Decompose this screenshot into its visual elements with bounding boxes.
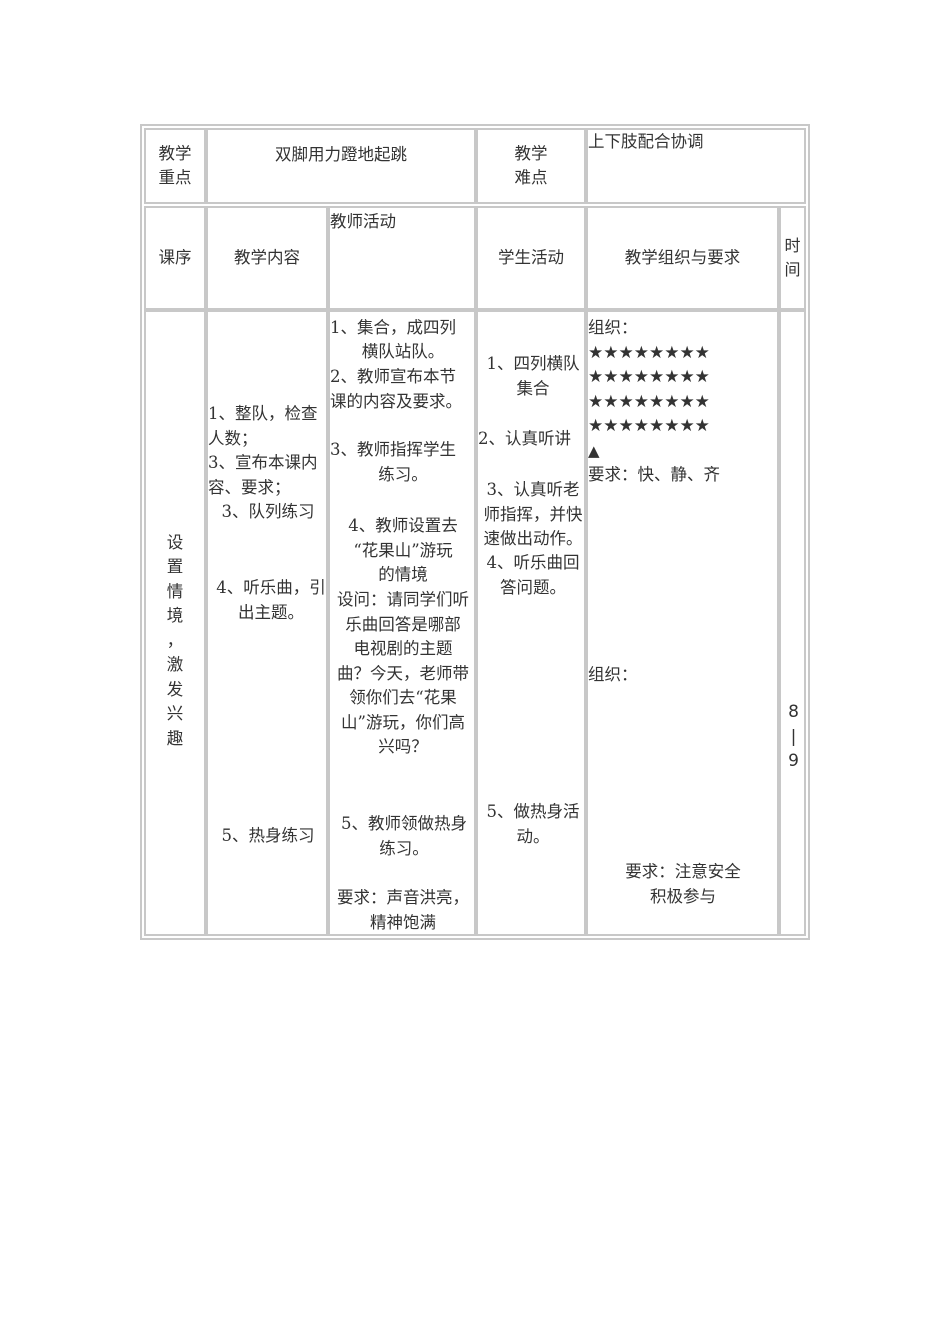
section-sequence: 设 置 情 境 ， 激 发 兴 趣 bbox=[166, 532, 184, 748]
focus-value: 双脚用力蹬地起跳 bbox=[275, 145, 407, 164]
teacher-question: 设问：请同学们听 乐曲回答是哪部 电视剧的主题 曲？今天，老师带 领你们去“花果… bbox=[337, 590, 469, 756]
header-time-cell: 时 间 bbox=[779, 206, 806, 310]
teacher-item-1b: 横队站队。 bbox=[361, 342, 445, 361]
content-item-4: 5、热身练习 bbox=[221, 826, 315, 845]
section-time-cell: 8 | 9 bbox=[779, 310, 806, 936]
teacher-item-3a: 3、教师指挥学生 bbox=[330, 440, 456, 459]
teacher-requirement: 要求：声音洪亮， 精神饱满 bbox=[337, 888, 469, 932]
organization-requirement-2: 要求：注意安全 积极参与 bbox=[625, 862, 741, 906]
student-formation-row-1: ★★★★★★★★ bbox=[588, 343, 710, 363]
teacher-marker-icon: ▲ bbox=[588, 442, 600, 460]
difficulty-value-cell: 上下肢配合协调 bbox=[586, 128, 806, 204]
difficulty-value: 上下肢配合协调 bbox=[588, 132, 704, 151]
section-organization-cell: 组织： ★★★★★★★★ ★★★★★★★★ ★★★★★★★★ ★★★★★★★★ … bbox=[586, 310, 779, 936]
focus-label-cell: 教学 重点 bbox=[144, 128, 206, 204]
focus-label: 教学 重点 bbox=[158, 143, 192, 188]
header-time: 时 间 bbox=[784, 235, 801, 280]
content-item-3: 4、听乐曲，引 出主题。 bbox=[216, 578, 326, 622]
teacher-item-5: 5、教师领做热身 练习。 bbox=[341, 814, 467, 858]
time-value: 8 | 9 bbox=[788, 702, 799, 771]
header-student-cell: 学生活动 bbox=[476, 206, 586, 310]
student-formation-row-3: ★★★★★★★★ bbox=[588, 392, 710, 412]
header-content-cell: 教学内容 bbox=[206, 206, 328, 310]
student-item-5: 5、做热身活 动。 bbox=[486, 802, 580, 846]
student-formation-row-2: ★★★★★★★★ bbox=[588, 367, 710, 387]
organization-label-1: 组织： bbox=[588, 318, 638, 337]
student-item-1: 1、四列横队 集合 bbox=[486, 354, 580, 398]
header-content: 教学内容 bbox=[234, 247, 300, 267]
teacher-item-4: 4、教师设置去 “花果山”游玩 的情境 bbox=[348, 516, 458, 584]
student-item-3: 3、认真听老 师指挥，并快 速做出动作。 bbox=[483, 480, 583, 548]
difficulty-label: 教学 难点 bbox=[514, 143, 548, 188]
header-organization-cell: 教学组织与要求 bbox=[586, 206, 779, 310]
organization-requirement-1: 要求：快、静、齐 bbox=[588, 465, 720, 484]
teacher-item-2: 2、教师宣布本节 课的内容及要求。 bbox=[330, 367, 462, 411]
focus-value-cell: 双脚用力蹬地起跳 bbox=[206, 128, 476, 204]
student-formation-row-4: ★★★★★★★★ bbox=[588, 416, 710, 436]
student-item-2: 2、认真听讲 bbox=[478, 429, 571, 448]
content-item-1: 1、整队，检查 人数； 3、宣布本课内 容、要求； bbox=[208, 404, 318, 497]
header-sequence: 课序 bbox=[158, 247, 192, 267]
content-item-2: 3、队列练习 bbox=[221, 502, 315, 521]
difficulty-label-cell: 教学 难点 bbox=[476, 128, 586, 204]
header-student: 学生活动 bbox=[498, 247, 564, 267]
section-sequence-cell: 设 置 情 境 ， 激 发 兴 趣 bbox=[144, 310, 206, 936]
section-student-cell: 1、四列横队 集合 2、认真听讲 3、认真听老 师指挥，并快 速做出动作。 4、… bbox=[476, 310, 586, 936]
section-content-cell: 1、整队，检查 人数； 3、宣布本课内 容、要求； 3、队列练习 4、听乐曲，引… bbox=[206, 310, 328, 936]
teacher-item-1a: 1、集合，成四列 bbox=[330, 318, 456, 337]
teacher-item-3b: 练习。 bbox=[378, 465, 428, 484]
lesson-plan-table bbox=[140, 124, 810, 940]
header-sequence-cell: 课序 bbox=[144, 206, 206, 310]
student-item-4: 4、听乐曲回 答问题。 bbox=[486, 553, 580, 597]
header-organization: 教学组织与要求 bbox=[624, 247, 741, 267]
header-teacher: 教师活动 bbox=[330, 212, 396, 231]
section-teacher-cell: 1、集合，成四列 横队站队。 2、教师宣布本节 课的内容及要求。 3、教师指挥学… bbox=[328, 310, 476, 936]
organization-label-2: 组织： bbox=[588, 665, 638, 684]
header-teacher-cell: 教师活动 bbox=[328, 206, 476, 310]
